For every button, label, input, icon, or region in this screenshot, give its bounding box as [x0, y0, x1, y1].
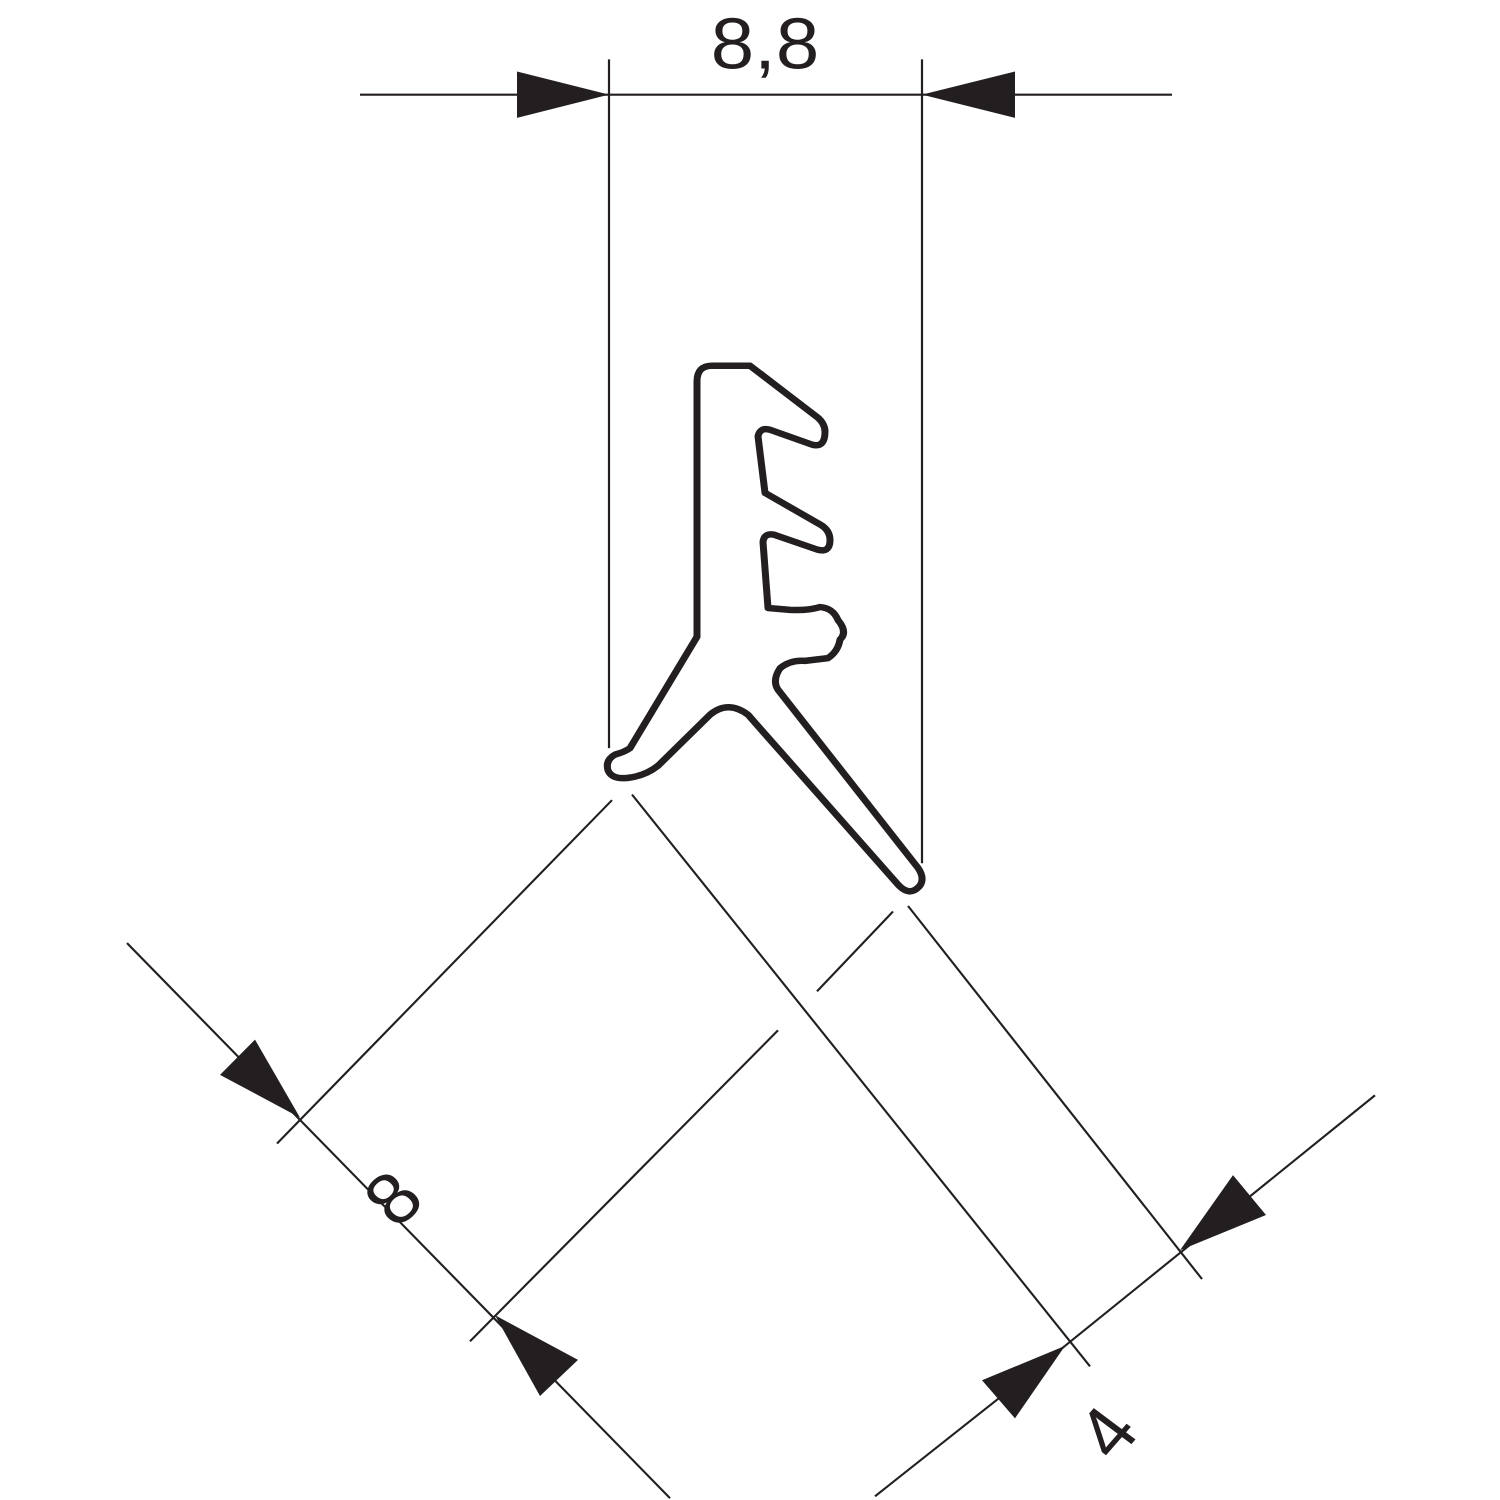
- arrow-right-upper: [1180, 1175, 1266, 1251]
- arrow-left-upper: [220, 1039, 300, 1118]
- extension-line-diag-2: [469, 1029, 779, 1342]
- extension-line-diag-4: [631, 793, 1091, 1367]
- dimension-label-left: 8: [347, 1155, 439, 1241]
- extension-line-diag-5: [907, 905, 1203, 1280]
- arrow-top-right: [922, 71, 1015, 118]
- seal-profile: [603, 362, 926, 895]
- dimension-label-top: 8,8: [711, 3, 819, 84]
- arrow-right-lower: [982, 1345, 1065, 1419]
- dimension-label-right: 4: [1060, 1391, 1155, 1473]
- left-dimension-line: [126, 942, 671, 1499]
- arrowheads: [220, 71, 1266, 1419]
- dimension-lines: [126, 59, 1376, 1499]
- extension-line-diag-1: [276, 799, 613, 1145]
- arrow-left-lower: [495, 1315, 578, 1397]
- arrow-top-left: [517, 71, 609, 118]
- extension-line-diag-3: [816, 910, 894, 993]
